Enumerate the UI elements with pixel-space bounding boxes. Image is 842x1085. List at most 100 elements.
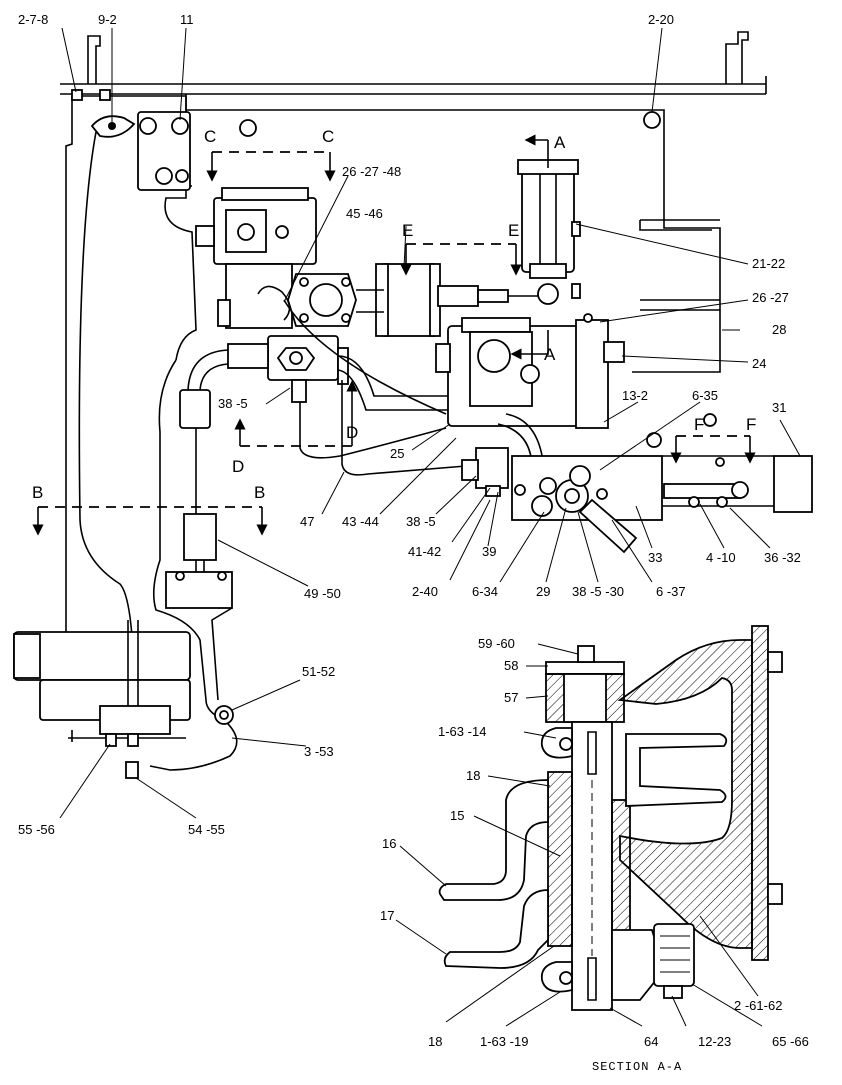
section-letter-e: E <box>508 221 519 240</box>
bolt <box>341 313 351 323</box>
label-39: 39 <box>482 544 496 559</box>
fitting <box>217 299 231 327</box>
label-13-2: 13-2 <box>622 388 648 403</box>
label-2-61-62: 2 -61-62 <box>734 998 782 1013</box>
flange-bolt <box>767 651 783 673</box>
fitting <box>485 485 501 497</box>
label-25: 25 <box>390 446 404 461</box>
bracket-31 <box>773 455 813 513</box>
bolt-54-55 <box>125 761 139 779</box>
actuator-eye <box>537 283 559 305</box>
block-cap <box>375 263 389 337</box>
label-2-7-8: 2-7-8 <box>18 12 48 27</box>
label-57: 57 <box>504 690 518 705</box>
actuator-rod <box>539 174 557 272</box>
rod-link-end <box>477 289 509 303</box>
label-6-35: 6-35 <box>692 388 718 403</box>
pump-lines <box>127 620 139 706</box>
valve-port-small <box>520 364 540 384</box>
bolt <box>155 167 173 185</box>
flange-plate <box>751 625 769 961</box>
adjuster-65-66 <box>653 923 695 987</box>
bolt <box>239 119 257 137</box>
label-47: 47 <box>300 514 314 529</box>
label-59-60: 59 -60 <box>478 636 515 651</box>
label-36-32: 36 -32 <box>764 550 801 565</box>
label-24: 24 <box>752 356 766 371</box>
bushing-57-bore <box>563 673 607 723</box>
port <box>275 225 289 239</box>
bolt <box>715 457 725 467</box>
label-6-37: 6 -37 <box>656 584 686 599</box>
adjuster-threads <box>660 935 690 973</box>
valve-port <box>477 339 511 373</box>
section-letter-f: F <box>694 415 704 434</box>
label-28: 28 <box>772 322 786 337</box>
label-3-53: 3 -53 <box>304 744 334 759</box>
pin-slot <box>587 731 597 1001</box>
clip-51-52-inner <box>219 710 229 720</box>
fork <box>625 733 728 807</box>
pivot-top <box>569 465 591 487</box>
linkage-4-10 <box>663 483 741 499</box>
fitting <box>571 283 581 299</box>
adjuster-body <box>611 929 665 1001</box>
bolt-55-56 <box>127 733 139 747</box>
leader-lines <box>59 27 801 819</box>
valve-right <box>575 319 609 429</box>
section-letter-c: C <box>322 127 334 146</box>
fitting <box>227 343 269 369</box>
label-58: 58 <box>504 658 518 673</box>
filter-49-50 <box>183 513 217 561</box>
label-1-63-19: 1-63 -19 <box>480 1034 528 1049</box>
housing-2-61-62 <box>617 639 753 949</box>
label-64: 64 <box>644 1034 658 1049</box>
flange-bolt <box>767 883 783 905</box>
frame-lower-inner <box>211 607 233 701</box>
block-45-46 <box>383 263 435 337</box>
bolt <box>716 496 728 508</box>
bolt <box>583 313 593 323</box>
frame-bracket-right <box>725 31 749 84</box>
fitting <box>435 343 451 373</box>
bolt-2-7-8b <box>99 89 111 101</box>
label-54-55: 54 -55 <box>188 822 225 837</box>
bolt <box>596 488 608 500</box>
label-18-b: 18 <box>428 1034 442 1049</box>
tube-48 <box>257 285 291 321</box>
section-letter-a: A <box>554 133 566 152</box>
hex-bore <box>289 351 303 365</box>
label-15: 15 <box>450 808 464 823</box>
bolt <box>341 277 351 287</box>
section-letter-d: D <box>346 423 358 442</box>
valve-cap <box>461 317 531 333</box>
label-49-50: 49 -50 <box>304 586 341 601</box>
section-leader-lines <box>395 643 763 1027</box>
frame-lower <box>149 359 238 771</box>
bolt <box>299 277 309 287</box>
fitting <box>291 379 307 403</box>
pump-flange <box>99 705 171 735</box>
pump-base <box>68 730 186 742</box>
main-view <box>13 27 813 819</box>
bolt <box>688 496 700 508</box>
ear-bolt <box>559 971 573 985</box>
cable-26-27-48 <box>283 299 447 415</box>
bolt <box>646 432 662 448</box>
section-letter-b: B <box>254 483 265 502</box>
label-43-44: 43 -44 <box>342 514 379 529</box>
bolt-59-60 <box>577 645 595 663</box>
label-26-27-48: 26 -27 -48 <box>342 164 401 179</box>
frame-left-member <box>65 95 197 640</box>
tube-link <box>356 289 384 313</box>
label-21-22: 21-22 <box>752 256 785 271</box>
label-9-2: 9-2 <box>98 12 117 27</box>
fitting <box>571 221 581 237</box>
bolt <box>514 484 526 496</box>
section-caption: SECTION A-A <box>592 1060 682 1074</box>
filter-can <box>179 389 211 429</box>
bolt <box>703 413 717 427</box>
port <box>237 223 255 241</box>
label-65-66: 65 -66 <box>772 1034 809 1049</box>
